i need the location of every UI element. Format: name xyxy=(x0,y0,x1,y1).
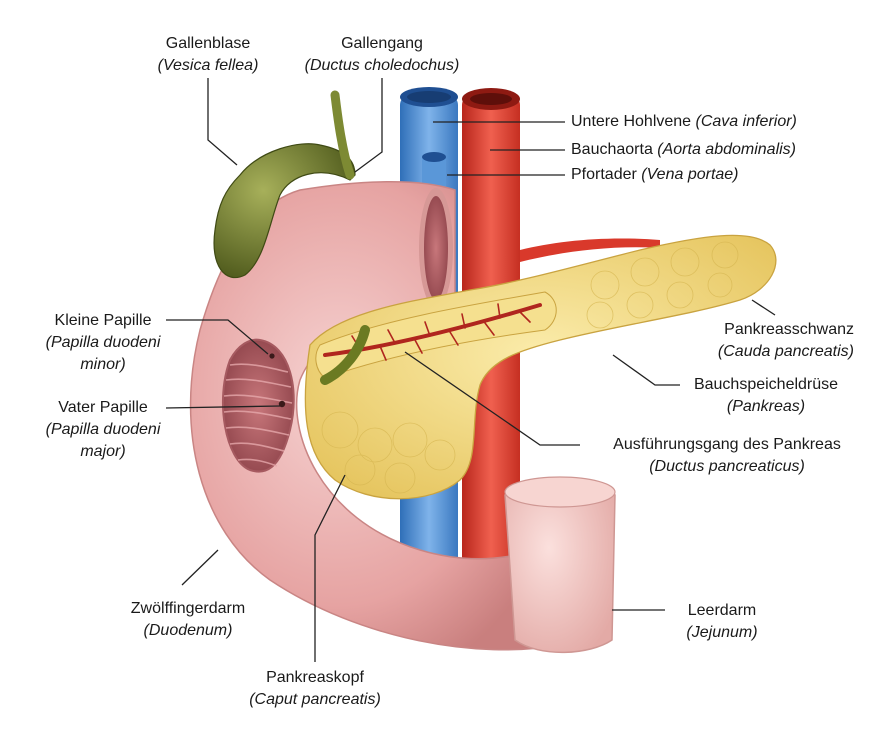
label-portal-vein-latin: (Vena portae) xyxy=(641,166,739,183)
label-major-papilla-latin-1: (Papilla duodeni xyxy=(45,421,161,438)
label-minor-papilla-latin-1: (Papilla duodeni xyxy=(45,334,161,351)
label-aorta-name: Bauchaorta xyxy=(571,141,658,158)
label-bile-duct-latin: (Ductus choledochus) xyxy=(304,57,460,74)
jejunum xyxy=(504,476,616,654)
label-major-papilla-name: Vater Papille xyxy=(58,399,148,416)
label-duodenum: Zwölffingerdarm (Duodenum) xyxy=(108,598,268,642)
duodenum xyxy=(189,180,561,651)
label-vena-cava-latin: (Cava inferior) xyxy=(695,113,797,130)
label-gallbladder-latin: (Vesica fellea) xyxy=(157,57,259,74)
label-portal-vein-name: Pfortader xyxy=(571,166,642,183)
label-duodenum-latin: (Duodenum) xyxy=(143,622,233,639)
label-pancreas-tail-latin: (Cauda pancreatis) xyxy=(717,343,854,360)
label-aorta-latin: (Aorta abdominalis) xyxy=(657,141,797,158)
label-minor-papilla: Kleine Papille (Papilla duodeni minor) xyxy=(28,310,178,376)
label-pancreas-head-name: Pankreaskopf xyxy=(266,669,364,686)
label-pancreatic-duct-latin: (Ductus pancreaticus) xyxy=(649,458,805,475)
label-bile-duct: Gallengang (Ductus choledochus) xyxy=(292,33,472,77)
label-portal-vein: Pfortader (Vena portae) xyxy=(571,164,739,186)
label-duodenum-name: Zwölffingerdarm xyxy=(130,600,246,617)
label-pancreas-latin: (Pankreas) xyxy=(726,398,806,415)
label-jejunum-name: Leerdarm xyxy=(687,602,757,619)
label-major-papilla: Vater Papille (Papilla duodeni major) xyxy=(28,397,178,463)
label-pancreas-tail-name: Pankreasschwanz xyxy=(724,321,854,338)
label-pancreas-head: Pankreaskopf (Caput pancreatis) xyxy=(232,667,398,711)
bile-duct xyxy=(330,90,355,180)
common-bile-duct-in-pancreas xyxy=(320,325,370,385)
label-bile-duct-name: Gallengang xyxy=(341,35,423,52)
label-pancreatic-duct-name: Ausführungsgang des Pankreas xyxy=(613,436,841,453)
label-minor-papilla-latin-2: minor) xyxy=(80,356,126,373)
label-gallbladder: Gallenblase (Vesica fellea) xyxy=(128,33,288,77)
label-jejunum-latin: (Jejunum) xyxy=(686,624,758,641)
gallbladder xyxy=(213,143,356,279)
label-gallbladder-name: Gallenblase xyxy=(165,35,251,52)
label-pancreas-name: Bauchspeicheldrüse xyxy=(693,376,839,393)
label-aorta: Bauchaorta (Aorta abdominalis) xyxy=(571,139,796,161)
label-vena-cava: Untere Hohlvene (Cava inferior) xyxy=(571,111,797,133)
label-pancreas: Bauchspeicheldrüse (Pankreas) xyxy=(676,374,856,418)
label-pancreatic-duct: Ausführungsgang des Pankreas (Ductus pan… xyxy=(586,434,868,478)
label-pancreas-tail: Pankreasschwanz (Cauda pancreatis) xyxy=(640,319,854,363)
leader-lines xyxy=(165,78,776,662)
label-major-papilla-latin-2: major) xyxy=(80,443,126,460)
minor-papilla-dot xyxy=(269,353,275,359)
label-minor-papilla-name: Kleine Papille xyxy=(54,312,152,329)
label-jejunum: Leerdarm (Jejunum) xyxy=(667,600,777,644)
label-vena-cava-name: Untere Hohlvene xyxy=(571,113,696,130)
major-papilla-dot xyxy=(278,400,286,408)
label-pancreas-head-latin: (Caput pancreatis) xyxy=(249,691,381,708)
